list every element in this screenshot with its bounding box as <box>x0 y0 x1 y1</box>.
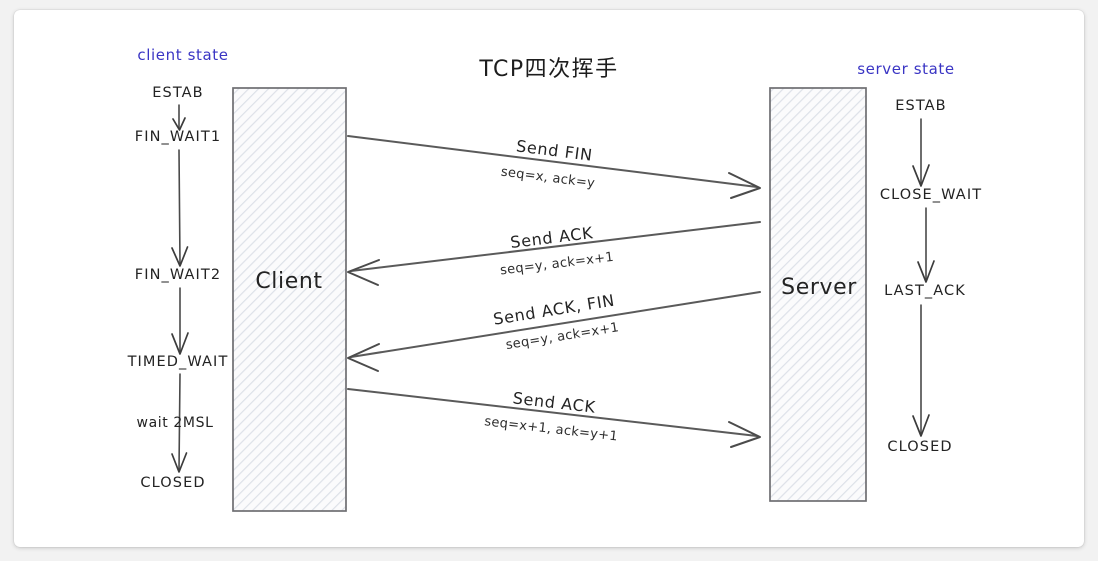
server-state-last-ack: LAST_ACK <box>884 283 966 299</box>
client-state-column-title: client state <box>137 46 228 64</box>
server-actor-label: Server <box>781 275 857 300</box>
client-state-timed-wait: TIMED_WAIT <box>127 354 229 370</box>
message-arrow-send-ack-2[interactable] <box>347 388 761 448</box>
server-state-estab: ESTAB <box>895 98 946 114</box>
message-label-send-fin: Send FIN <box>515 136 594 164</box>
message-arrow-send-ack-fin[interactable] <box>347 291 761 372</box>
client-arrow-finwait1-to-finwait2 <box>171 149 189 267</box>
server-arrow-estab-to-closewait <box>912 118 930 187</box>
server-state-closed: CLOSED <box>887 439 952 455</box>
server-lifeline-box[interactable] <box>769 87 867 502</box>
client-state-fin-wait2: FIN_WAIT2 <box>135 267 221 283</box>
client-state-fin-wait1: FIN_WAIT1 <box>135 129 221 145</box>
message-seq-send-ack-fin: seq=y, ack=x+1 <box>505 320 620 353</box>
diagram-card <box>14 10 1084 547</box>
server-state-close-wait: CLOSE_WAIT <box>880 187 982 203</box>
message-seq-send-ack-1: seq=y, ack=x+1 <box>499 250 614 279</box>
server-arrow-lastack-to-closed <box>912 304 930 437</box>
server-state-column-title: server state <box>857 60 954 78</box>
message-seq-send-fin: seq=x, ack=y <box>500 165 596 192</box>
page-title: TCP四次挥手 <box>478 57 618 82</box>
client-arrow-estab-to-finwait1 <box>172 104 186 131</box>
client-arrow-timedwait-to-closed <box>171 373 188 473</box>
server-arrow-closewait-to-lastack <box>917 207 935 283</box>
client-state-closed: CLOSED <box>140 475 205 491</box>
client-note-wait-2msl: wait 2MSL <box>137 415 214 431</box>
client-state-estab: ESTAB <box>152 85 203 101</box>
client-actor-label: Client <box>255 269 322 294</box>
message-arrow-send-ack-1[interactable] <box>347 221 761 286</box>
client-arrow-finwait2-to-timedwait <box>171 287 189 355</box>
message-arrow-send-fin[interactable] <box>347 135 761 199</box>
client-lifeline-box[interactable] <box>232 87 347 512</box>
